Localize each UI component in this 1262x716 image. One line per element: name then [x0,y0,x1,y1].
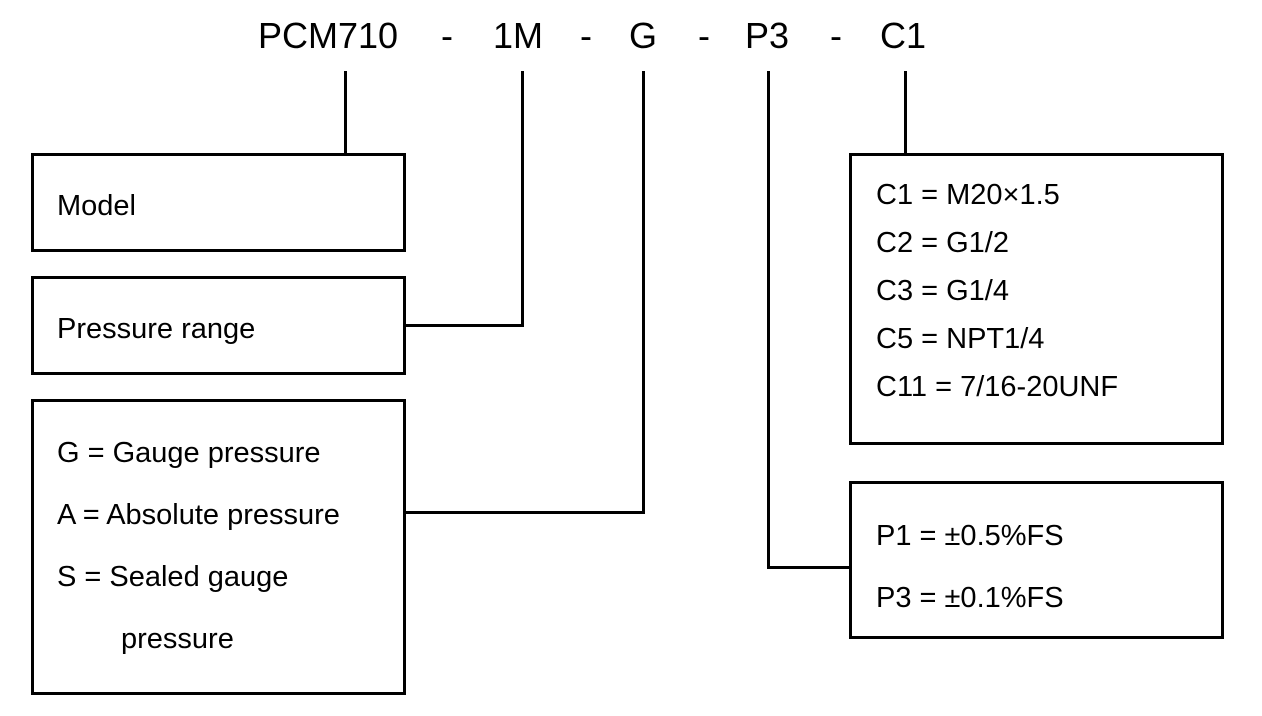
pressure-type-item: G = Gauge pressure [57,437,321,469]
connector-type-horizontal [403,511,645,514]
code-type: G [629,15,658,56]
accuracy-item: P1 = ±0.5%FS [876,520,1064,552]
pressure-type-item: S = Sealed gauge [57,561,289,593]
connection-item: C2 = G1/2 [876,227,1009,259]
connector-range-horizontal [403,324,524,327]
pressure-type-item: A = Absolute pressure [57,499,340,531]
code-accuracy: P3 [745,15,790,56]
pressure-type-box: G = Gauge pressure A = Absolute pressure… [31,399,406,695]
code-range: 1M [493,15,544,56]
connection-item: C5 = NPT1/4 [876,323,1045,355]
connector-range-vertical [521,71,524,327]
connector-connection [904,71,907,155]
model-label: Model [57,190,136,222]
connection-item: C3 = G1/4 [876,275,1009,307]
pressure-range-label: Pressure range [57,313,256,345]
model-box: Model [31,153,406,252]
connector-accuracy-vertical [767,71,770,569]
connection-item: C11 = 7/16-20UNF [876,371,1119,403]
code-model: PCM710 [258,15,399,56]
connection-box: C1 = M20×1.5 C2 = G1/2 C3 = G1/4 C5 = NP… [849,153,1224,445]
code-separator: - [830,15,842,56]
code-connection: C1 [880,15,927,56]
accuracy-item: P3 = ±0.1%FS [876,582,1064,614]
pressure-type-item-continuation: pressure [121,623,234,655]
connector-model [344,71,347,155]
code-separator: - [580,15,592,56]
connector-accuracy-horizontal [767,566,852,569]
pressure-range-box: Pressure range [31,276,406,375]
code-separator: - [441,15,453,56]
accuracy-box: P1 = ±0.5%FS P3 = ±0.1%FS [849,481,1224,639]
connector-type-vertical [642,71,645,514]
code-separator: - [698,15,710,56]
connection-item: C1 = M20×1.5 [876,179,1060,211]
